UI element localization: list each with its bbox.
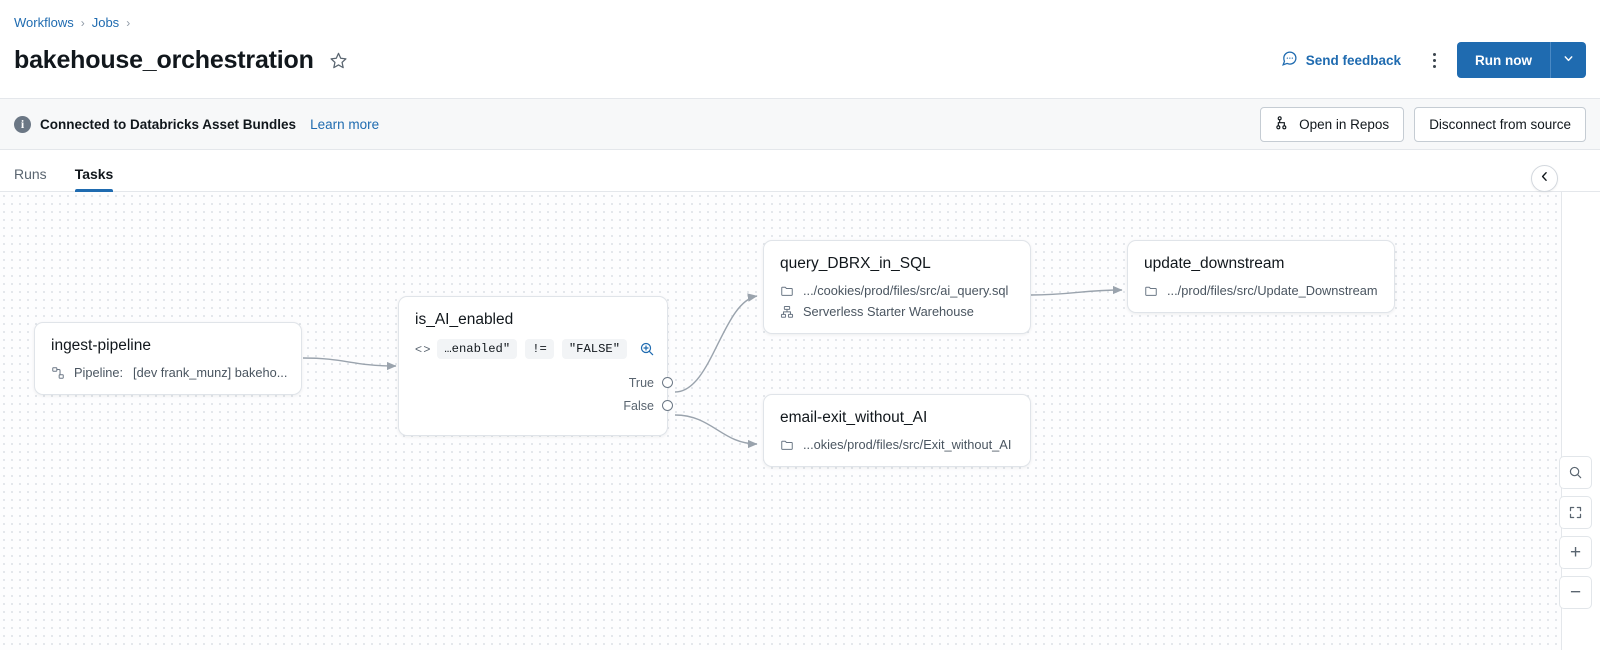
task-node-detail-text: ...okies/prod/files/src/Exit_without_AI (803, 437, 1012, 452)
task-node-detail-row: .../prod/files/src/Update_Downstream (1144, 283, 1378, 298)
open-in-repos-label: Open in Repos (1299, 116, 1390, 132)
condition-left-operand: …enabled" (437, 339, 518, 359)
tab-runs[interactable]: Runs (14, 166, 47, 182)
port-dot-false[interactable] (662, 400, 673, 411)
task-node-detail-text: Pipeline: [dev frank_munz] bakeho... (74, 365, 288, 380)
pipeline-icon (51, 366, 65, 380)
code-brackets-icon: < > (415, 342, 430, 356)
condition-right-operand: "FALSE" (561, 339, 628, 359)
run-now-button[interactable]: Run now (1457, 42, 1550, 78)
condition-port-false[interactable]: False (623, 394, 673, 417)
breadcrumb: Workflows › Jobs › (14, 14, 130, 32)
task-node-is-ai-enabled[interactable]: is_AI_enabled < > …enabled" != "FALSE" (398, 296, 673, 436)
condition-ports: True False (623, 371, 673, 417)
edge-ingest-to-condition (302, 357, 397, 371)
open-in-repos-button[interactable]: Open in Repos (1260, 106, 1405, 142)
edge-query-to-update (1030, 285, 1123, 296)
tab-tasks[interactable]: Tasks (74, 166, 113, 192)
task-node-detail-text: Serverless Starter Warehouse (803, 304, 974, 319)
fit-screen-icon[interactable] (1559, 496, 1592, 529)
page-title: bakehouse_orchestration (14, 45, 314, 74)
task-graph-canvas[interactable]: ingest-pipeline Pipeline: [dev frank_mun… (0, 192, 1561, 650)
port-dot-true[interactable] (662, 377, 673, 388)
learn-more-link[interactable]: Learn more (310, 116, 380, 132)
kebab-dot (1432, 52, 1436, 56)
warehouse-icon (780, 305, 794, 319)
run-now-dropdown-button[interactable] (1550, 42, 1586, 78)
title-row: bakehouse_orchestration (14, 38, 1586, 82)
port-label-true: True (628, 375, 654, 390)
task-node-title: ingest-pipeline (51, 337, 151, 354)
page-tabs: Runs Tasks (0, 150, 1600, 192)
zoom-in-icon[interactable]: + (1559, 536, 1592, 569)
disconnect-label: Disconnect from source (1429, 116, 1571, 132)
task-node-title: query_DBRX_in_SQL (780, 255, 931, 272)
edge-true-to-query (674, 293, 758, 393)
more-vertical-icon[interactable] (1417, 43, 1451, 77)
folder-icon (780, 438, 794, 452)
breadcrumb-separator: › (80, 16, 85, 30)
send-feedback-button[interactable]: Send feedback (1275, 46, 1407, 74)
task-node-title: update_downstream (1144, 255, 1285, 272)
port-label-false: False (623, 398, 654, 413)
zoom-out-icon[interactable]: − (1559, 576, 1592, 609)
repos-tree-icon (1275, 115, 1291, 134)
task-node-ingest-pipeline[interactable]: ingest-pipeline Pipeline: [dev frank_mun… (34, 322, 302, 395)
breadcrumb-item-jobs[interactable]: Jobs (91, 15, 120, 30)
condition-expression: < > …enabled" != "FALSE" (415, 339, 654, 359)
condition-port-true[interactable]: True (623, 371, 673, 394)
task-node-detail-row: ...okies/prod/files/src/Exit_without_AI (780, 437, 1014, 452)
banner-message: i Connected to Databricks Asset Bundles … (14, 115, 380, 133)
banner-actions: Open in Repos Disconnect from source (1260, 106, 1586, 142)
title-actions: Send feedback Run now (1275, 38, 1586, 82)
task-node-query-dbrx-in-sql[interactable]: query_DBRX_in_SQL .../cookies/prod/files… (763, 240, 1031, 334)
star-icon[interactable] (326, 47, 352, 73)
breadcrumb-item-workflows[interactable]: Workflows (14, 15, 74, 30)
task-node-detail-text: .../prod/files/src/Update_Downstream (1167, 283, 1378, 298)
edge-false-to-email (674, 414, 758, 449)
search-icon[interactable] (1559, 456, 1592, 489)
canvas-right-strip (1561, 192, 1600, 650)
zoom-in-circle-icon[interactable] (639, 341, 655, 357)
task-node-detail-row: Serverless Starter Warehouse (780, 304, 1014, 319)
kebab-dot (1432, 64, 1436, 68)
disconnect-from-source-button[interactable]: Disconnect from source (1414, 106, 1586, 142)
info-icon: i (14, 115, 31, 133)
kebab-dot (1432, 58, 1436, 62)
zoom-out-label: − (1569, 582, 1582, 603)
breadcrumb-separator: › (126, 16, 131, 30)
task-node-detail-text: .../cookies/prod/files/src/ai_query.sql (803, 283, 1009, 298)
task-node-detail-row: .../cookies/prod/files/src/ai_query.sql (780, 283, 1014, 298)
task-node-title: is_AI_enabled (415, 311, 514, 328)
run-now-group: Run now (1457, 42, 1586, 78)
condition-operator: != (525, 339, 554, 359)
speech-bubble-icon (1281, 50, 1298, 70)
banner-text: Connected to Databricks Asset Bundles (40, 116, 297, 132)
folder-icon (1144, 284, 1158, 298)
collapse-panel-button[interactable] (1531, 165, 1558, 192)
task-node-title: email-exit_without_AI (780, 409, 928, 426)
asset-bundles-banner: i Connected to Databricks Asset Bundles … (0, 98, 1600, 150)
task-node-email-exit-without-ai[interactable]: email-exit_without_AI ...okies/prod/file… (763, 394, 1031, 467)
task-node-detail-row: Pipeline: [dev frank_munz] bakeho... (51, 365, 288, 380)
graph-edges (302, 285, 1123, 449)
zoom-in-label: + (1569, 542, 1582, 563)
canvas-controls: + − (1559, 456, 1592, 616)
chevron-down-icon (1562, 52, 1575, 68)
send-feedback-label: Send feedback (1305, 52, 1401, 68)
folder-icon (780, 284, 794, 298)
chevron-left-icon (1538, 170, 1551, 188)
task-node-update-downstream[interactable]: update_downstream .../prod/files/src/Upd… (1127, 240, 1395, 313)
